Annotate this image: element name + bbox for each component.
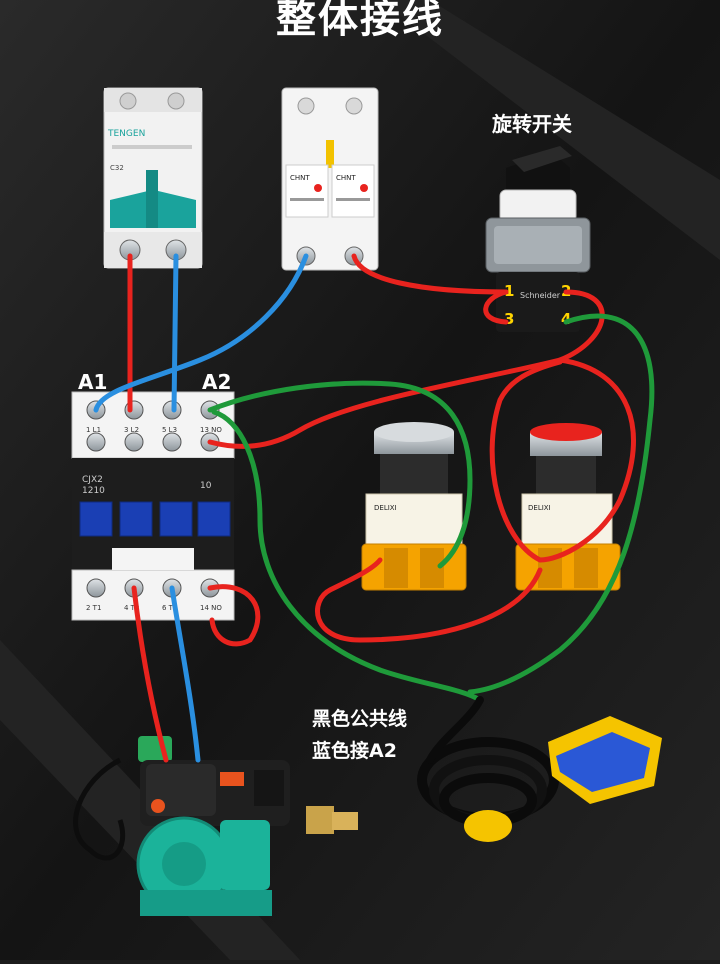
fuse-holder: CHNT CHNT [281,87,379,271]
push-button-green: DELIXI [361,422,467,591]
rotary-terminal-3: 3 [504,310,514,328]
terminal-label-4: 4 T2 [124,604,139,612]
float-switch [417,716,662,842]
note-common-wire: 黑色公共线 [312,708,408,730]
push-button-red: DELIXI [515,423,621,591]
contactor-model-2: 1210 [82,486,105,496]
diagram-title: 整体接线 [276,0,444,42]
background-stripe [380,0,720,260]
breaker-model: C32 [110,164,124,172]
rotary-brand: Schneider [520,291,561,300]
wire-red [489,357,636,563]
rotary-terminal-1: 1 [504,282,514,300]
fuse-brand-right: CHNT [336,174,356,182]
wire-blue [93,253,309,413]
terminal-label-3: 3 L2 [124,426,139,434]
contactor-model-1: CJX2 [82,475,103,485]
aux-rating: 10 [200,481,212,491]
wire-red [315,557,543,643]
terminal-label-14: 14 NO [200,604,222,612]
terminal-label-13: 13 NO [200,426,222,434]
ac-contactor: 1 L1 3 L2 5 L3 13 NO CJX2 1210 10 2 T1 4… [71,391,235,621]
water-pump [73,736,358,916]
breaker-brand: TENGEN [107,129,145,139]
wire-red [207,584,261,647]
wire-red [207,289,605,449]
terminal-label-1: 1 L1 [86,426,101,434]
terminal-label-5: 5 L3 [162,426,177,434]
rotary-switch: Schneider 1 2 3 4 [485,146,591,332]
rotary-switch-label: 旋转开关 [492,112,572,136]
wire-green [211,409,483,703]
circuit-breaker: TENGEN C32 [103,87,203,269]
wire-blue [171,253,179,413]
wire-red [351,253,509,295]
wire-red [131,585,169,763]
rotary-terminal-4: 4 [561,310,571,328]
button-brand-right: DELIXI [528,504,551,512]
terminal-label-6: 6 T3 [162,604,177,612]
wire-red [483,289,509,325]
wire-black [426,696,484,764]
coil-a1-label: A1 [78,370,108,394]
fuse-brand-left: CHNT [290,174,310,182]
wire-green [207,380,473,569]
wire-green [467,313,655,695]
note-blue-wire: 蓝色接A2 [312,740,397,762]
terminal-label-2: 2 T1 [86,604,101,612]
wire-blue [169,585,201,763]
button-brand-left: DELIXI [374,504,397,512]
coil-a2-label: A2 [202,370,232,394]
